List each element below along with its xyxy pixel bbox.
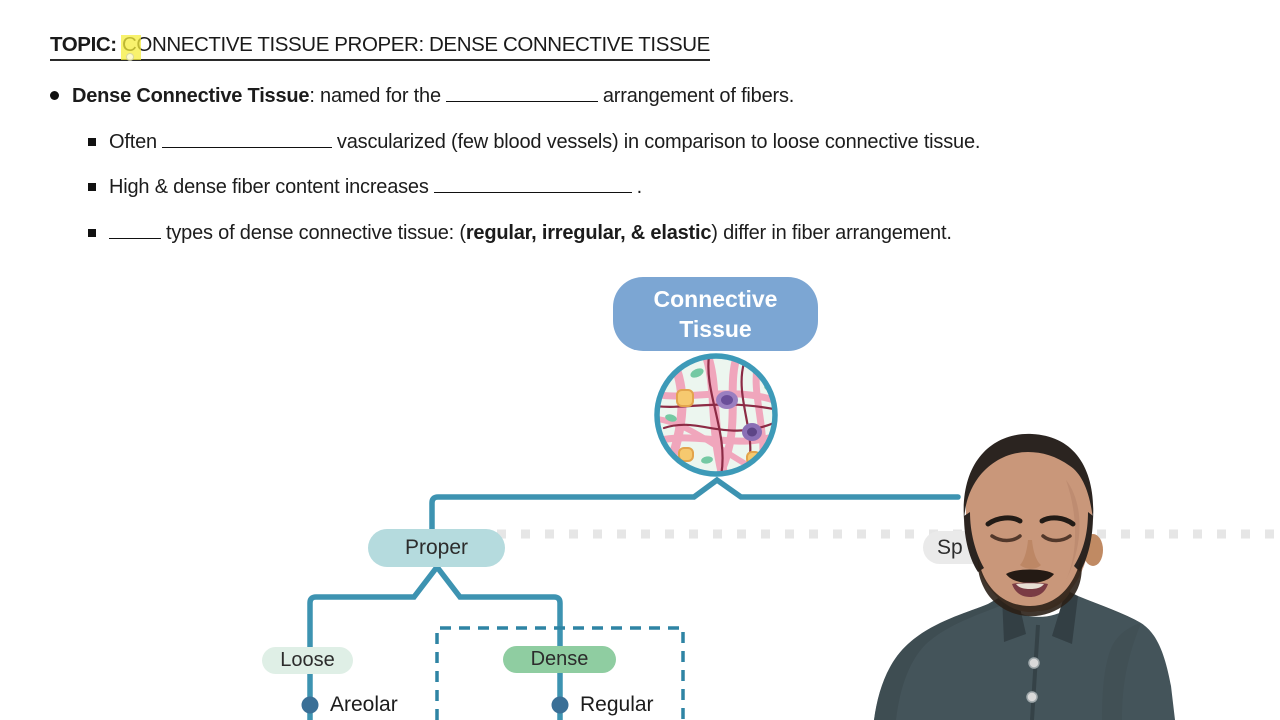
- subbullet1-pre: Often: [109, 131, 157, 153]
- term-dense-connective-tissue: Dense Connective Tissue: [72, 85, 310, 107]
- shirt-shade-right: [1078, 596, 1141, 720]
- shirt-button: [1028, 657, 1040, 669]
- square-bullet-icon: [88, 229, 96, 237]
- collar-right: [1052, 590, 1078, 644]
- topic-title: CONNECTIVE TISSUE PROPER: DENSE CONNECTI…: [122, 33, 710, 56]
- node-dense: Dense: [503, 646, 616, 673]
- face-shading: [1066, 480, 1080, 580]
- eye-right-closed: [1041, 534, 1072, 543]
- node-proper: Proper: [368, 529, 505, 567]
- fill-in-blank-arrangement: [445, 85, 598, 102]
- subbullet2-tail: .: [636, 176, 643, 198]
- neck: [1010, 570, 1072, 611]
- tissue-micrograph-circle: [654, 353, 778, 477]
- root-label-line2: Tissue: [679, 316, 752, 342]
- beard: [977, 558, 1082, 617]
- bullet-text-tail: arrangement of fibers.: [602, 85, 795, 107]
- topic-label: TOPIC:: [50, 33, 117, 56]
- fill-in-blank-vascularized: [161, 131, 332, 148]
- mouth: [1012, 582, 1048, 597]
- dense-label: Dense: [530, 648, 589, 670]
- bullet-text-mid: : named for the: [309, 85, 441, 107]
- ear: [1083, 534, 1103, 566]
- node-specialized-partial: Sp: [923, 531, 1005, 564]
- collar-left: [1002, 590, 1026, 642]
- regular-node-dot: [551, 696, 569, 714]
- loose-label: Loose: [280, 649, 335, 671]
- fill-in-blank-increases: [433, 176, 632, 193]
- subbullet-vascularized: Often vascularized (few blood vessels) in…: [88, 131, 980, 154]
- face: [965, 436, 1093, 612]
- fill-in-blank-number-of-types: [109, 222, 161, 239]
- subbullet-fiber-content: High & dense fiber content increases.: [88, 176, 642, 199]
- subbullet2-pre: High & dense fiber content increases: [109, 176, 429, 198]
- subbullet1-tail: vascularized (few blood vessels) in comp…: [336, 131, 981, 153]
- hair: [963, 433, 1094, 520]
- shirt-button: [1026, 691, 1038, 703]
- square-bullet-icon: [88, 183, 96, 191]
- subbullet3-mid: types of dense connective tissue: (: [166, 222, 466, 244]
- node-connective-tissue: Connective Tissue: [613, 277, 818, 351]
- topic-heading: TOPIC: CONNECTIVE TISSUE PROPER: DENSE C…: [50, 33, 710, 61]
- instructor-webcam-figure: [874, 433, 1175, 720]
- sideburn-right: [1074, 512, 1093, 572]
- bullet-dense-definition: Dense Connective Tissue: named for the ar…: [50, 85, 794, 108]
- teeth: [1016, 583, 1044, 589]
- placket-seam: [1030, 624, 1040, 720]
- eyebrow-right: [1039, 515, 1076, 527]
- subbullet-types: types of dense connective tissue: (regul…: [88, 222, 952, 245]
- subbullet3-tail: ) differ in fiber arrangement.: [711, 222, 952, 244]
- polo-shirt: [874, 596, 1175, 720]
- node-loose: Loose: [262, 647, 353, 674]
- proper-label: Proper: [404, 536, 469, 559]
- leaf-regular: Regular: [580, 693, 654, 716]
- root-label-line1: Connective: [653, 285, 778, 312]
- subbullet3-emphasis: regular, irregular, & elastic: [465, 222, 712, 244]
- eyebrow-left: [985, 515, 1023, 527]
- bullet-dot-icon: [50, 91, 59, 100]
- leaf-areolar: Areolar: [330, 693, 398, 716]
- highlighter-cursor-dot: [126, 53, 134, 61]
- square-bullet-icon: [88, 138, 96, 146]
- specialized-label: Sp: [937, 535, 963, 559]
- areolar-node-dot: [301, 696, 319, 714]
- mustache: [1006, 569, 1054, 583]
- shirt-shade-left: [874, 596, 1008, 720]
- nose: [1020, 540, 1041, 569]
